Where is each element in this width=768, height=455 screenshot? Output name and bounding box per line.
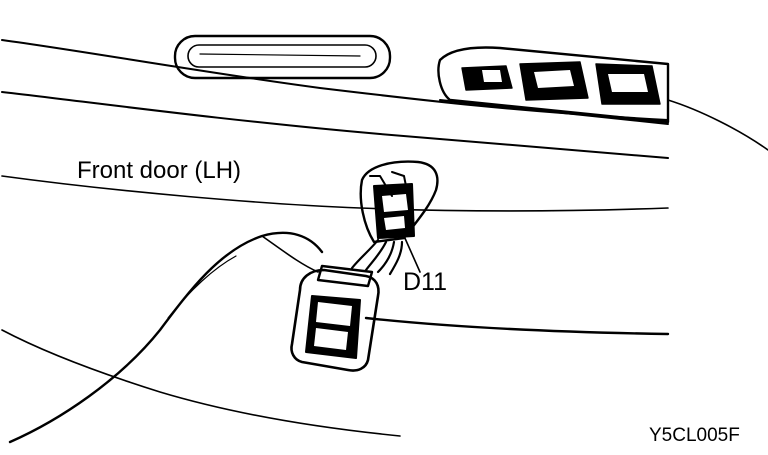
door-handle-recess [173, 34, 392, 80]
connector-label: D11 [403, 268, 448, 296]
connector-d11 [359, 160, 439, 244]
figure-code: Y5CL005F [649, 425, 740, 446]
window-switch-panel [437, 46, 670, 125]
wire-harness [350, 238, 404, 276]
d11-leader-line [403, 235, 421, 273]
window-switch-unit [290, 264, 380, 372]
front-door-label: Front door (LH) [77, 157, 242, 184]
door-armrest [8, 231, 324, 444]
